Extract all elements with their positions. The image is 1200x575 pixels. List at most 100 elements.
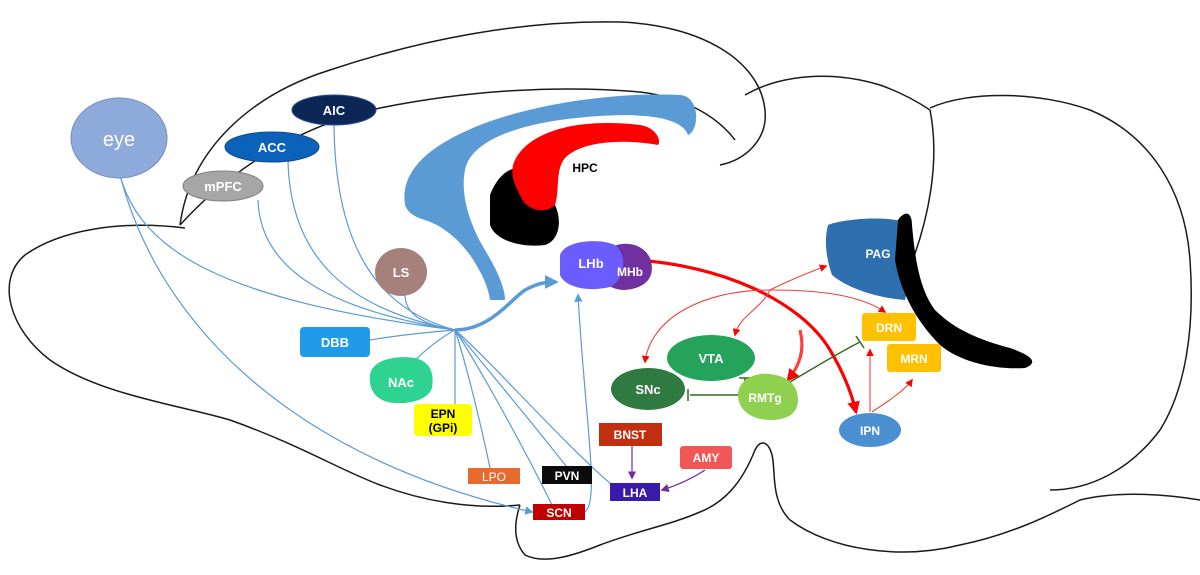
snc-shape (611, 368, 685, 410)
lateral-ventricle (404, 94, 697, 300)
lha-label: LHA (623, 486, 648, 500)
lhb-to-rmtg-thick (786, 329, 804, 382)
hindbrain-ventral-outline (789, 493, 1200, 553)
rmtg-label: RMTg (748, 391, 781, 405)
mrn-shape (887, 344, 941, 372)
node-ipn: IPN (839, 413, 901, 447)
node-acc: ACC (224, 131, 320, 163)
rmtg-shape (738, 373, 798, 420)
lhb-to-ipn-thick (634, 258, 860, 415)
dbb-to-hub (369, 329, 456, 341)
bnst-shape (599, 423, 662, 446)
lpo-to-hub (454, 329, 491, 469)
cortex-outline (179, 21, 766, 226)
node-amy: AMY (680, 446, 732, 469)
lhb-to-vta (732, 289, 771, 337)
aqueduct (895, 213, 1033, 369)
amy-shape (680, 446, 732, 469)
node-rmtg: RMTg (738, 373, 798, 420)
mhb-label: MHb (617, 265, 643, 279)
lha-to-hub (454, 329, 613, 486)
lhb-shape (560, 241, 624, 290)
epn-label-line2: (GPi) (429, 421, 458, 435)
acc-to-hub (287, 159, 456, 331)
ipn-label: IPN (860, 424, 880, 438)
node-ls: LS (375, 248, 427, 296)
lpo-label: LPO (482, 470, 506, 484)
mrn-label: MRN (900, 352, 927, 366)
node-snc: SNc (611, 368, 685, 410)
drn-label: DRN (876, 321, 902, 335)
acc-label: ACC (258, 140, 287, 155)
scn-shape (533, 504, 585, 520)
scn-to-hub (454, 329, 553, 506)
node-lpo: LPO (468, 468, 520, 484)
lhb-to-snc (641, 289, 771, 364)
ls-label: LS (393, 265, 410, 280)
vta-shape (667, 335, 755, 381)
amy-to-lha (660, 469, 706, 493)
rmtg-inhibits-drn (779, 341, 861, 389)
nac-shape (369, 357, 433, 404)
aic-to-hub (333, 119, 456, 331)
vta-label: VTA (698, 351, 724, 366)
scn-label: SCN (546, 506, 571, 520)
pag-label: PAG (865, 247, 890, 261)
eye-label: eye (103, 129, 135, 151)
snc-label: SNc (635, 382, 660, 397)
lpo-shape (468, 468, 520, 484)
node-drn: DRN (862, 313, 916, 341)
dbb-label: DBB (321, 335, 349, 350)
bnst-label: BNST (614, 428, 647, 442)
acc-shape (224, 131, 320, 163)
node-mrn: MRN (887, 344, 941, 372)
dbb-shape (300, 327, 370, 357)
purple-pathways (627, 446, 706, 493)
aic-label: AIC (323, 103, 346, 118)
node-pvn: PVN (542, 466, 592, 484)
node-nac: NAc (369, 357, 433, 404)
node-lha: LHA (610, 483, 660, 501)
node-lhb-mhb: LHb MHb (560, 241, 652, 290)
hub-to-lhb-thick (454, 275, 559, 332)
blue-pathways (119, 119, 613, 515)
pvn-to-hub (454, 329, 567, 467)
node-aic: AIC (291, 94, 377, 126)
pag-shape (825, 218, 909, 300)
lhb-to-drn (769, 289, 887, 313)
node-epn: EPN (GPi) (414, 404, 472, 436)
node-scn: SCN (533, 504, 585, 520)
epn-label-line1: EPN (431, 407, 456, 421)
mpfc-label: mPFC (204, 179, 242, 194)
drn-tbar (855, 335, 865, 349)
eye-shape (70, 97, 168, 179)
ipn-shape (839, 413, 901, 447)
mpfc-shape (182, 170, 264, 202)
nac-label: NAc (388, 375, 414, 390)
ventral-outline (515, 442, 791, 560)
ls-shape (375, 248, 427, 296)
scn-to-lhb (574, 293, 593, 513)
eye-to-scn (119, 174, 534, 515)
mpfc-to-hub (257, 199, 456, 331)
ls-to-hub (404, 294, 456, 331)
node-mpfc: mPFC (182, 170, 264, 202)
node-bnst: BNST (599, 423, 662, 446)
node-vta: VTA (667, 335, 755, 381)
pvn-shape (542, 466, 592, 484)
epn-shape (414, 404, 472, 436)
red-pathways (641, 264, 913, 413)
lha-shape (610, 483, 660, 501)
pvn-label: PVN (555, 469, 580, 483)
lhb-to-pag (769, 264, 828, 291)
amy-label: AMY (693, 451, 720, 465)
hippocampus-red (512, 123, 660, 211)
drn-shape (862, 313, 916, 341)
node-dbb: DBB (300, 327, 370, 357)
aic-shape (291, 94, 377, 126)
node-eye: eye (70, 97, 168, 179)
ipn-to-mrn (871, 378, 913, 413)
hpc-label: HPC (572, 161, 598, 175)
anterior-outline (8, 224, 521, 508)
